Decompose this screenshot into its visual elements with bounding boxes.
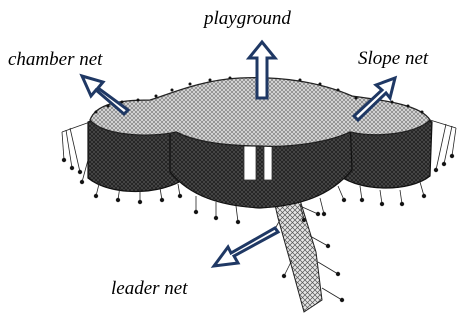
slope-net-label: Slope net [358, 49, 428, 68]
chamber-net-label: chamber net [8, 50, 102, 69]
leader-net-arrow [214, 228, 278, 266]
playground-label: playground [204, 9, 291, 28]
leader-net-label: leader net [111, 279, 188, 298]
